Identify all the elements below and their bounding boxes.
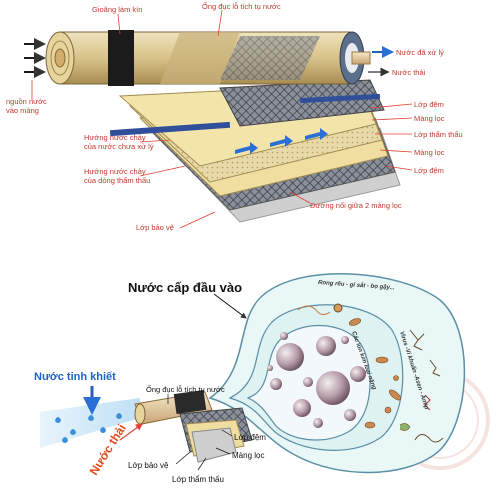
feed-water-pointer	[213, 293, 247, 319]
label-collection-tube-top: Ống đục lỗ tích tụ nước	[202, 1, 281, 11]
label-collection-tube-bottom: Ống đục lỗ tích tụ nước	[146, 384, 225, 394]
top-labels: Gioăng làm kín Ống đục lỗ tích tụ nước N…	[6, 1, 463, 232]
inlet-arrows	[24, 38, 46, 78]
membrane-cylinder	[45, 30, 371, 86]
label-untreated-flow: Hướng nước chảy của nước chưa xử lý	[84, 133, 154, 151]
permeate-tube-end	[351, 51, 371, 65]
label-untreated-flow-line1: Hướng nước chảy	[84, 133, 146, 142]
label-waste-water-top: Nước thải	[392, 68, 426, 77]
label-protective-layer-top: Lớp bảo vệ	[136, 223, 174, 232]
microorganisms	[348, 318, 411, 431]
label-membrane-1: Màng lọc	[414, 114, 445, 123]
label-spacer-bottom: Lớp đệm	[234, 433, 266, 442]
label-seam: Đường nối giữa 2 màng lọc	[310, 201, 402, 210]
label-source-water: nguồn nước vào màng	[6, 97, 49, 115]
label-source-water-line2: vào màng	[6, 106, 39, 115]
label-protective-layer-bottom: Lớp bảo vệ	[128, 461, 169, 470]
label-membrane-2: Màng lọc	[414, 148, 445, 157]
permeate-flow-arrows	[235, 128, 328, 154]
waste-water-pointer-bottom	[119, 423, 143, 441]
algae-rust-debris	[297, 303, 444, 443]
label-permeate-flow-line2: của dòng thẩm thấu	[84, 176, 150, 185]
pure-water-spray	[40, 398, 140, 448]
top-membrane-cutaway	[24, 30, 401, 223]
label-permeate-layer-bottom: Lớp thẩm thấu	[172, 475, 224, 484]
label-feed-water: Nước cấp đầu vào	[128, 280, 242, 295]
heavy-metal-ions	[267, 332, 366, 428]
top-pointer-lines	[31, 9, 413, 229]
label-source-water-line1: nguồn nước	[6, 97, 47, 106]
label-pure-water: Nước tinh khiết	[34, 371, 116, 383]
bottom-filtration-illustration	[40, 273, 490, 474]
bottom-membrane-module	[134, 390, 253, 463]
spacer-bar	[299, 93, 381, 104]
bottom-labels: Nước cấp đầu vào Nước tinh khiết Nước th…	[34, 279, 430, 484]
label-untreated-flow-line2: của nước chưa xử lý	[84, 142, 154, 151]
label-permeate-layer: Lớp thẩm thấu	[414, 130, 463, 139]
label-membrane-bottom: Màng lọc	[232, 451, 264, 460]
spacer-bar	[109, 121, 231, 137]
label-permeate-flow: Hướng nước chảy của dòng thẩm thấu	[84, 167, 150, 185]
label-permeate-flow-line1: Hướng nước chảy	[84, 167, 146, 176]
label-spacer-2: Lớp đệm	[414, 166, 444, 175]
label-spacer-1: Lớp đệm	[414, 100, 444, 109]
gasket-band	[108, 30, 134, 86]
label-gasket: Gioăng làm kín	[92, 5, 142, 14]
water-droplets	[55, 413, 122, 443]
bottom-pointer-lines	[167, 394, 233, 471]
label-treated-water: Nước đã xử lý	[396, 48, 444, 57]
